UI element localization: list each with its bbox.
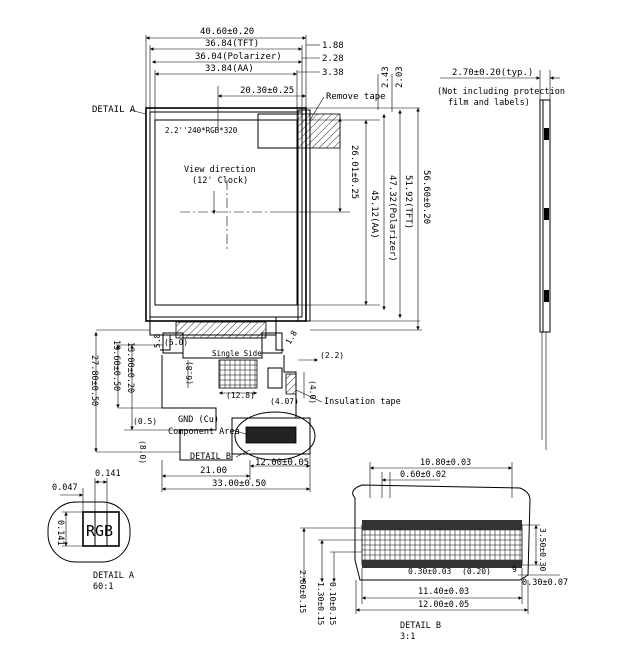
- dim-05: (0.5): [133, 417, 157, 426]
- dim-3604: 36.04(Polarizer): [195, 52, 282, 62]
- detail-a-0047: 0.047: [52, 483, 78, 493]
- side-note-1: (Not including protection: [437, 87, 565, 97]
- dim-4732: 47.32(Polarizer): [387, 175, 397, 262]
- detail-b-280: 2.80±0.15: [298, 570, 307, 614]
- detail-a-rgb: RGB: [86, 522, 113, 540]
- label-gnd: GND (Cu): [178, 415, 219, 425]
- detail-b-9: 9: [512, 565, 517, 574]
- detail-a-title: DETAIL A: [93, 571, 134, 581]
- dim-2030: 20.30±0.25: [240, 86, 294, 96]
- dim-203: 2.03: [395, 66, 405, 88]
- dim-4060: 40.60±0.20: [200, 27, 254, 37]
- side-view-body: [539, 99, 551, 333]
- dim-80: (8.0): [138, 440, 147, 464]
- tft-outline: [145, 107, 307, 322]
- dim-22: (2.2): [320, 351, 344, 360]
- detail-b-130: 1.30±0.15: [316, 582, 325, 626]
- detail-b-contacts: [361, 524, 523, 566]
- detail-a-pixel-box: [82, 511, 120, 547]
- side-view: 2.70±0.20(typ.) (Not including protectio…: [437, 68, 565, 450]
- detail-b-contacts-dark: [362, 520, 522, 530]
- detail-a-circle: [47, 501, 131, 563]
- detail-b-outline: [352, 484, 531, 581]
- panel-edge-strip: [297, 109, 311, 322]
- side-view-tab-1: [544, 128, 549, 140]
- side-view-tab-3: [544, 290, 549, 302]
- left-dimensions: [94, 329, 180, 453]
- detail-b-1080: 10.80±0.03: [420, 458, 471, 468]
- dim-4512: 45.12(AA): [369, 190, 379, 239]
- remove-tape-hatch: [297, 113, 341, 149]
- dim-68: (6.8): [185, 361, 194, 385]
- dim-50: (5.0): [164, 338, 188, 347]
- remove-tape-box: [257, 113, 299, 149]
- side-note-2: film and labels): [448, 98, 530, 108]
- label-clock: (12' Clock): [192, 176, 248, 186]
- dim-5660: 56.60±0.20: [421, 170, 431, 224]
- detail-a-scale: 60:1: [93, 582, 113, 592]
- side-view-tab-2: [544, 208, 549, 220]
- detail-b-circle: [234, 411, 316, 461]
- dim-5192: 51.92(TFT): [403, 175, 413, 229]
- detail-b-0301: 0.30±0.03: [408, 567, 452, 576]
- top-dimensions: [145, 35, 320, 130]
- fpc-body: [161, 355, 297, 461]
- detail-a: RGB 0.047 0.141 0.141 DETAIL A 60:1: [47, 469, 134, 592]
- label-detail-a: DETAIL A: [92, 105, 136, 115]
- right-dimensions: [275, 107, 422, 331]
- active-area-outline: [154, 119, 298, 306]
- dim-2100: 21.00: [200, 466, 227, 476]
- dim-2601: 26.01±0.25: [349, 145, 359, 199]
- detail-b-scale: 3:1: [400, 632, 415, 642]
- dim-243: 2.43: [381, 66, 391, 88]
- detail-b-title: DETAIL B: [400, 621, 441, 631]
- dim-58: 5.8: [153, 333, 162, 348]
- detail-b: 10.80±0.03 0.60±0.02 3.50±0.30 0.30±0.03…: [298, 458, 568, 642]
- label-panel-text: 2.2''240*RGB*320: [165, 126, 238, 135]
- fpc-bond-hatch: [175, 321, 267, 339]
- dim-2780: 27.80±0.50: [89, 355, 99, 406]
- detail-b-030: 0.30±0.07: [522, 578, 568, 588]
- detail-b-1200: 12.00±0.05: [418, 600, 469, 610]
- dim-1200-bottom: 12.00±0.05: [255, 458, 309, 468]
- connector-grid: [218, 359, 258, 389]
- detail-a-0141-top: 0.141: [95, 469, 121, 479]
- label-insulation-tape: Insulation tape: [324, 397, 401, 407]
- side-thickness: 2.70±0.20(typ.): [452, 68, 533, 78]
- detail-b-020: (0.20): [462, 567, 491, 576]
- label-view-direction: View direction: [184, 165, 256, 175]
- detail-b-1140: 11.40±0.03: [418, 587, 469, 597]
- dim-40: (4.0): [308, 380, 317, 404]
- dim-338: 3.38: [322, 68, 344, 78]
- dim-1960: 19.60±0.50: [111, 340, 121, 391]
- detail-b-060: 0.60±0.02: [400, 470, 446, 480]
- dim-3684: 36.84(TFT): [205, 39, 259, 49]
- dim-18: 1.8: [284, 329, 299, 346]
- dim-188: 1.88: [322, 41, 344, 51]
- label-component-area: Component Area: [168, 427, 240, 437]
- dim-3384: 33.84(AA): [205, 64, 254, 74]
- label-remove-tape: Remove tape: [326, 92, 386, 102]
- fpc-contacts: [245, 426, 297, 444]
- label-single-side: Single Side: [212, 349, 262, 358]
- detail-b-350: 3.50±0.30: [538, 528, 547, 572]
- insulation-tape-mark: [285, 373, 297, 395]
- front-view: 40.60±0.20 36.84(TFT) 36.04(Polarizer) 3…: [89, 27, 431, 492]
- fpc-neck: [182, 337, 263, 359]
- polarizer-outline: [149, 111, 303, 318]
- dim-3300: 33.00±0.50: [212, 479, 266, 489]
- dim-228: 2.28: [322, 54, 344, 64]
- detail-b-010: 0.10±0.15: [328, 582, 337, 626]
- dim-407: (4.07): [270, 397, 299, 406]
- detail-a-0141-left: 0.141: [55, 520, 65, 546]
- dim-1300: 13.00±0.20: [125, 342, 135, 393]
- label-detail-b-ref: DETAIL B: [190, 452, 231, 462]
- detail-b-contacts-dark-2: [362, 560, 522, 568]
- dim-128: (12.8): [226, 391, 255, 400]
